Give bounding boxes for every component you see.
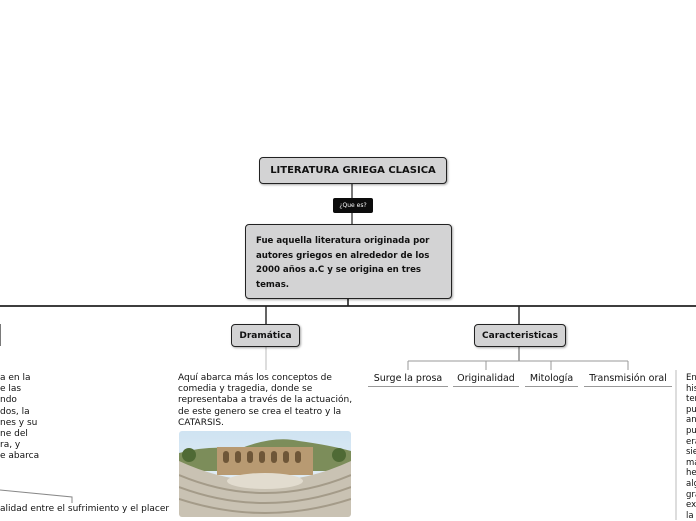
dramatica-label: Dramática <box>239 330 292 341</box>
root-node-label: LITERATURA GRIEGA CLASICA <box>270 165 436 176</box>
caracteristicas-label: Caracteristicas <box>482 330 558 341</box>
caracteristica-item[interactable]: Surge la prosa <box>368 373 448 387</box>
connector-label: ¿Que es? <box>339 202 367 209</box>
right-fragment-text: En his ter pu an pu era sie ma he alg gr… <box>686 373 696 521</box>
left-fragment-text: a en la e las ndo dos, la nes y su ne de… <box>0 373 40 462</box>
definition-node[interactable]: Fue aquella literatura originada por aut… <box>245 224 452 299</box>
caracteristicas-node[interactable]: Caracteristicas <box>474 324 566 347</box>
definition-text: Fue aquella literatura originada por aut… <box>256 236 430 290</box>
dramatica-description: Aquí abarca más los conceptos de comedia… <box>178 373 353 428</box>
caracteristica-item[interactable]: Mitología <box>525 373 578 387</box>
root-node[interactable]: LITERATURA GRIEGA CLASICA <box>259 157 447 184</box>
left-fragment-bottom: alidad entre el sufrimiento y el placer <box>0 504 170 514</box>
greek-theatre-image <box>179 431 351 517</box>
caracteristica-item[interactable]: Originalidad <box>453 373 519 387</box>
connector-badge[interactable]: ¿Que es? <box>333 198 373 213</box>
dramatica-node[interactable]: Dramática <box>231 324 300 347</box>
caracteristica-item[interactable]: Transmisión oral <box>584 373 672 387</box>
